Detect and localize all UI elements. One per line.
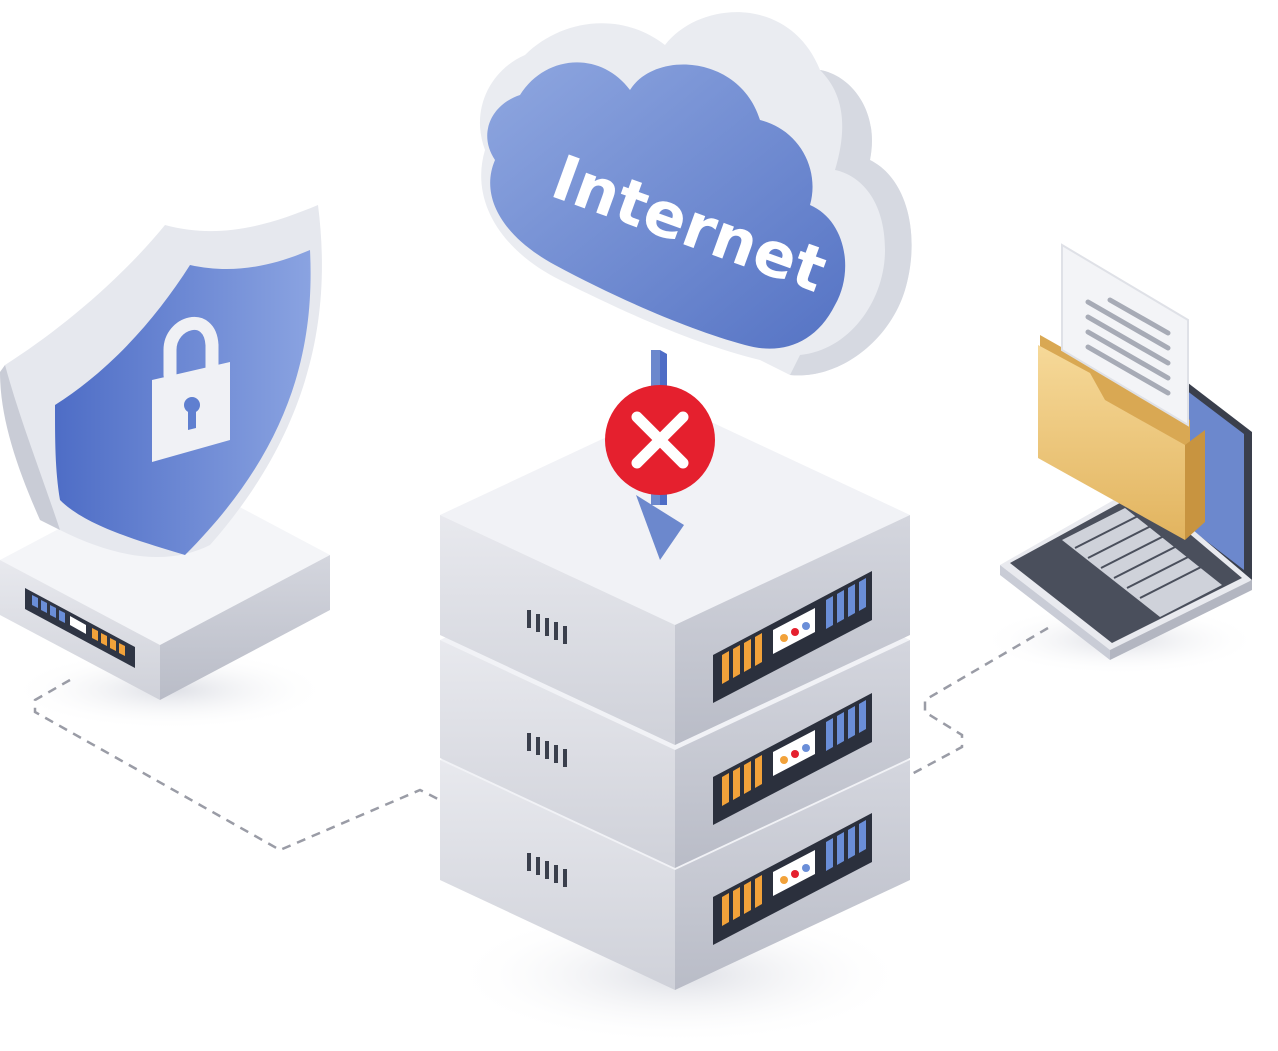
server-panel-top [713, 571, 872, 703]
server-panel-bottom [713, 813, 872, 945]
router-device [0, 470, 330, 700]
shield-lock-icon [0, 205, 322, 557]
server-panel-middle [713, 693, 872, 825]
laptop-icon [1000, 350, 1252, 660]
x-icon [605, 385, 715, 495]
internet-cloud: Internet [479, 12, 912, 376]
server-vents [527, 610, 567, 887]
connection-line-laptop-server [909, 626, 1049, 777]
connection-line-router-server [33, 678, 441, 852]
server-stack-icon [440, 405, 910, 990]
document-sheet [1061, 243, 1189, 427]
padlock-icon [152, 317, 230, 462]
folder-document-icon [1038, 243, 1205, 540]
router-leds [32, 595, 125, 656]
